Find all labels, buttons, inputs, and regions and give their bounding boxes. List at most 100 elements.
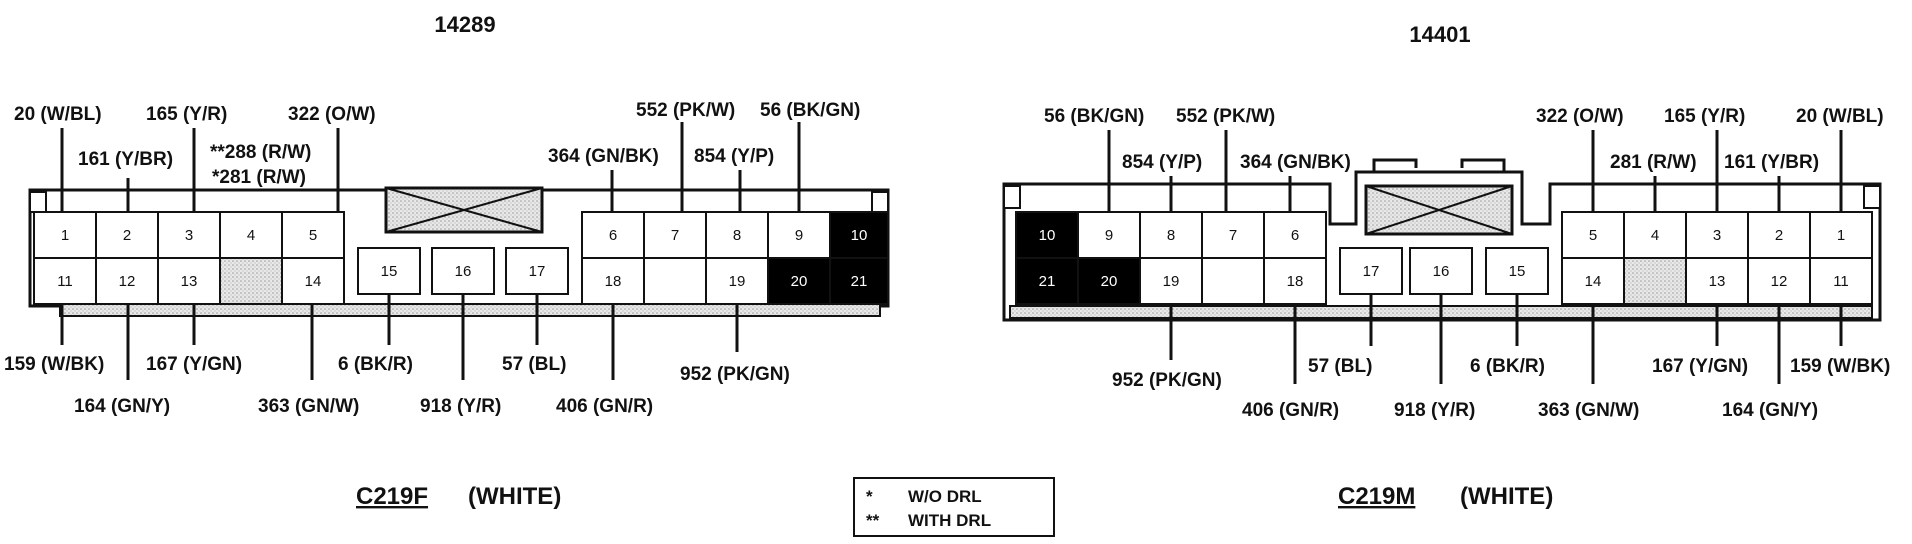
cavity-4 <box>219 211 283 259</box>
wire-label: 6 (BK/R) <box>338 354 413 375</box>
legend-text-single: W/O DRL <box>908 487 982 506</box>
wire-label: 167 (Y/GN) <box>146 354 242 375</box>
cavity-17 <box>505 247 569 295</box>
wire-label: 161 (Y/BR) <box>78 149 173 170</box>
cavity-19 <box>705 257 769 305</box>
wire-label: *281 (R/W) <box>212 167 306 188</box>
right-connector-id: C219M <box>1338 483 1415 510</box>
cavity-label: 9 <box>1105 227 1113 244</box>
cavity-label: 11 <box>1833 273 1849 290</box>
cavity-label: 17 <box>529 263 546 280</box>
cavity-11 <box>33 257 97 305</box>
wire-label: 363 (GN/W) <box>258 396 359 417</box>
cavity-label: 3 <box>185 227 193 244</box>
wire-label: 281 (R/W) <box>1610 152 1697 173</box>
wire-label: 952 (PK/GN) <box>680 364 790 385</box>
cavity-1 <box>33 211 97 259</box>
cavity-label: 19 <box>729 273 746 290</box>
left-latch-right <box>871 191 889 213</box>
wire-label: **288 (R/W) <box>210 142 311 163</box>
left-cavities-group-a: 1 2 3 4 5 11 12 13 14 <box>33 211 345 305</box>
right-cavities-group-a: 10 9 8 7 6 21 20 19 18 <box>1015 211 1327 305</box>
wire-label: 322 (O/W) <box>1536 106 1624 127</box>
wire-label: 159 (W/BK) <box>1790 356 1890 377</box>
cavity-label: 8 <box>733 227 741 244</box>
right-part-number: 14401 <box>1409 22 1470 47</box>
wire-label: 364 (GN/BK) <box>548 146 659 167</box>
wire-label: 6 (BK/R) <box>1470 356 1545 377</box>
cavity-label: 10 <box>851 227 868 244</box>
right-latch-right <box>1863 185 1881 209</box>
cavity-label: 15 <box>381 263 398 280</box>
cavity-label: 21 <box>851 273 868 290</box>
cavity-18 <box>581 257 645 305</box>
right-connector: 14401 10 9 8 7 6 21 <box>1002 22 1890 510</box>
cavity-15 <box>1485 247 1549 295</box>
left-cavities-group-c: 6 7 8 9 10 18 19 20 21 <box>581 211 889 305</box>
right-top-wires <box>1107 130 1843 212</box>
cavity-label: 13 <box>181 273 198 290</box>
cavity-label: 18 <box>1287 273 1304 290</box>
cavity-21 <box>1015 257 1079 305</box>
wire-label: 164 (GN/Y) <box>74 396 170 417</box>
cavity-label: 4 <box>247 227 255 244</box>
cavity-20 <box>767 257 831 305</box>
cavity-8 <box>705 211 769 259</box>
cavity-1 <box>1809 211 1873 259</box>
cavity-12 <box>1747 257 1811 305</box>
wire-label: 164 (GN/Y) <box>1722 400 1818 421</box>
wire-label: 57 (BL) <box>502 354 566 375</box>
cavity-label: 7 <box>1229 227 1237 244</box>
cavity-label: 12 <box>119 273 136 290</box>
wire-label: 552 (PK/W) <box>636 100 735 121</box>
cavity-label: 14 <box>1585 273 1602 290</box>
cavity-label: 15 <box>1509 263 1526 280</box>
right-latch-left <box>1003 185 1021 209</box>
cavity-blank-l2 <box>643 257 707 305</box>
cavity-20 <box>1077 257 1141 305</box>
wire-label: 56 (BK/GN) <box>1044 106 1144 127</box>
cavity-label: 2 <box>1775 227 1783 244</box>
cavity-label: 9 <box>795 227 803 244</box>
cavity-label: 21 <box>1039 273 1056 290</box>
right-cavities-group-c: 5 4 3 2 1 14 13 12 11 <box>1561 211 1873 305</box>
cavity-label: 1 <box>1837 227 1845 244</box>
wire-label: 918 (Y/R) <box>1394 400 1475 421</box>
cavity-label: 10 <box>1039 227 1056 244</box>
cavity-label: 12 <box>1771 273 1788 290</box>
cavity-6 <box>1263 211 1327 259</box>
cavity-5 <box>281 211 345 259</box>
left-bottom-wires <box>60 294 739 380</box>
wire-label: 57 (BL) <box>1308 356 1372 377</box>
wire-label: 165 (Y/R) <box>1664 106 1745 127</box>
right-connector-color: (WHITE) <box>1460 483 1553 510</box>
cavity-11 <box>1809 257 1873 305</box>
cavity-label: 4 <box>1651 227 1659 244</box>
wire-label: 552 (PK/W) <box>1176 106 1275 127</box>
right-bottom-wires <box>1169 294 1843 384</box>
wire-label: 322 (O/W) <box>288 104 376 125</box>
cavity-17 <box>1339 247 1403 295</box>
wire-label: 159 (W/BK) <box>4 354 104 375</box>
wire-label: 854 (Y/P) <box>694 146 774 167</box>
cavity-label: 8 <box>1167 227 1175 244</box>
cavity-label: 3 <box>1713 227 1721 244</box>
left-part-number: 14289 <box>434 12 495 37</box>
legend-text-double: WITH DRL <box>908 511 991 530</box>
cavity-label: 6 <box>609 227 617 244</box>
cavity-label: 5 <box>1589 227 1597 244</box>
cavity-blank-r2 <box>1623 257 1687 305</box>
wire-label: 364 (GN/BK) <box>1240 152 1351 173</box>
wire-label: 165 (Y/R) <box>146 104 227 125</box>
cavity-label: 16 <box>1433 263 1450 280</box>
wire-label: 918 (Y/R) <box>420 396 501 417</box>
cavity-label: 18 <box>605 273 622 290</box>
cavity-14 <box>1561 257 1625 305</box>
left-connector-color: (WHITE) <box>468 483 561 510</box>
legend: * W/O DRL ** WITH DRL <box>853 477 1055 537</box>
cavity-2 <box>95 211 159 259</box>
cavity-blank-l1 <box>219 257 283 305</box>
left-connector-id: C219F <box>356 483 428 510</box>
cavity-10 <box>1015 211 1079 259</box>
